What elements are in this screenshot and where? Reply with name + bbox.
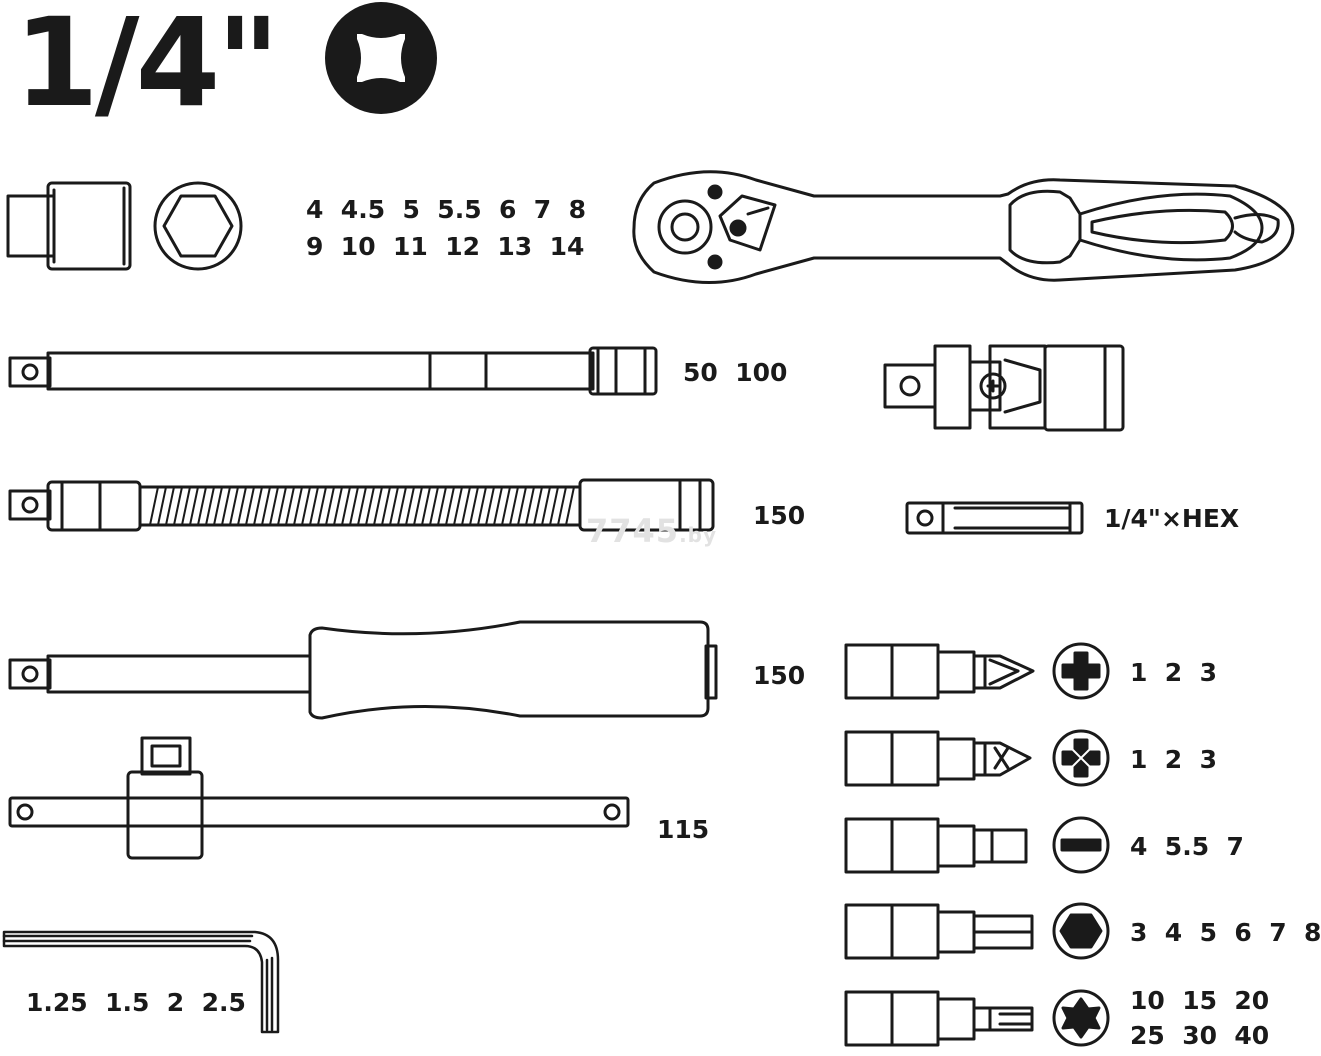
watermark: 7745.by [586, 512, 717, 550]
socket-sizes-row2: 9 10 11 12 13 14 [306, 232, 585, 261]
socket-sizes-row1: 4 4.5 5 5.5 6 7 8 [306, 195, 586, 224]
flex-extension-icon [8, 478, 715, 532]
watermark-main: 7745 [586, 512, 680, 550]
bit-hex-icon [844, 902, 1110, 960]
torx-sizes-row2: 25 30 40 [1130, 1021, 1270, 1050]
bit-slotted-icon [844, 816, 1110, 874]
universal-joint-icon [883, 344, 1125, 432]
t-bar-size: 115 [657, 815, 710, 844]
slotted-sizes: 4 5.5 7 [1130, 832, 1244, 861]
bit-pozidriv-icon [844, 729, 1110, 787]
torx-sizes-row1: 10 15 20 [1130, 986, 1270, 1015]
hex-key-icon [2, 930, 280, 1034]
phillips-sizes: 1 2 3 [1130, 658, 1217, 687]
bit-torx-icon [844, 989, 1110, 1047]
extension-bar-icon [8, 346, 658, 396]
flex-extension-size: 150 [753, 501, 806, 530]
square-drive-icon [325, 2, 437, 114]
page-title: 1/4" [14, 0, 280, 134]
pozidriv-sizes: 1 2 3 [1130, 745, 1217, 774]
t-bar-icon [8, 736, 630, 860]
socket-side-icon [6, 181, 132, 271]
hex-adapter-icon [905, 501, 1084, 535]
hex-adapter-label: 1/4"×HEX [1104, 504, 1240, 533]
watermark-suffix: .by [679, 523, 718, 547]
ratchet-icon [632, 170, 1295, 285]
flex-spring-hatch [149, 486, 575, 526]
spinner-handle-icon [8, 620, 718, 720]
socket-hex-icon [153, 181, 243, 271]
extension-bar-sizes: 50 100 [683, 358, 788, 387]
hex-bit-sizes: 3 4 5 6 7 8 [1130, 918, 1321, 947]
hex-key-sizes: 1.25 1.5 2 2.5 [26, 988, 246, 1017]
bit-phillips-icon [844, 642, 1110, 700]
spinner-handle-size: 150 [753, 661, 806, 690]
